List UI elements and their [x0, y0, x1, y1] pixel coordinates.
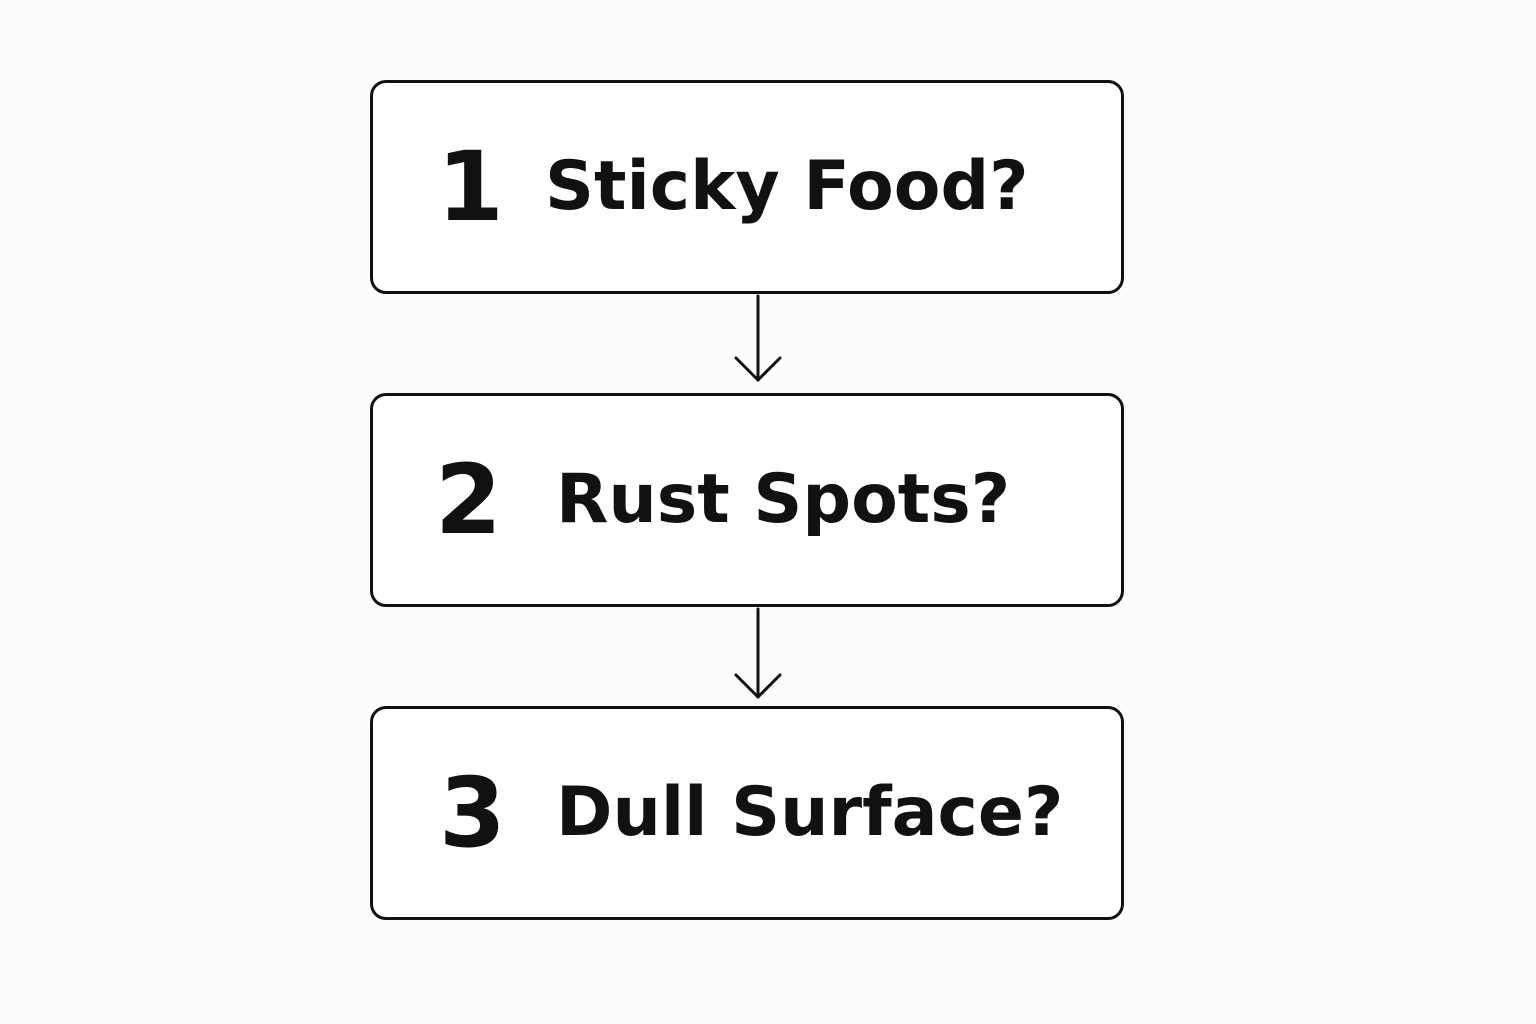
step-label-3: Dull Surface?: [556, 773, 1064, 852]
step-box-2: 2 Rust Spots?: [370, 393, 1124, 607]
step-number-1: 1: [437, 131, 504, 243]
arrow-2-to-3: [734, 607, 782, 699]
step-number-2: 2: [435, 444, 502, 556]
step-label-2: Rust Spots?: [556, 460, 1011, 539]
step-number-3: 3: [439, 757, 506, 869]
step-box-3: 3 Dull Surface?: [370, 706, 1124, 920]
step-box-1: 1 Sticky Food?: [370, 80, 1124, 294]
arrow-1-to-2: [734, 294, 782, 382]
step-label-1: Sticky Food?: [545, 147, 1029, 226]
